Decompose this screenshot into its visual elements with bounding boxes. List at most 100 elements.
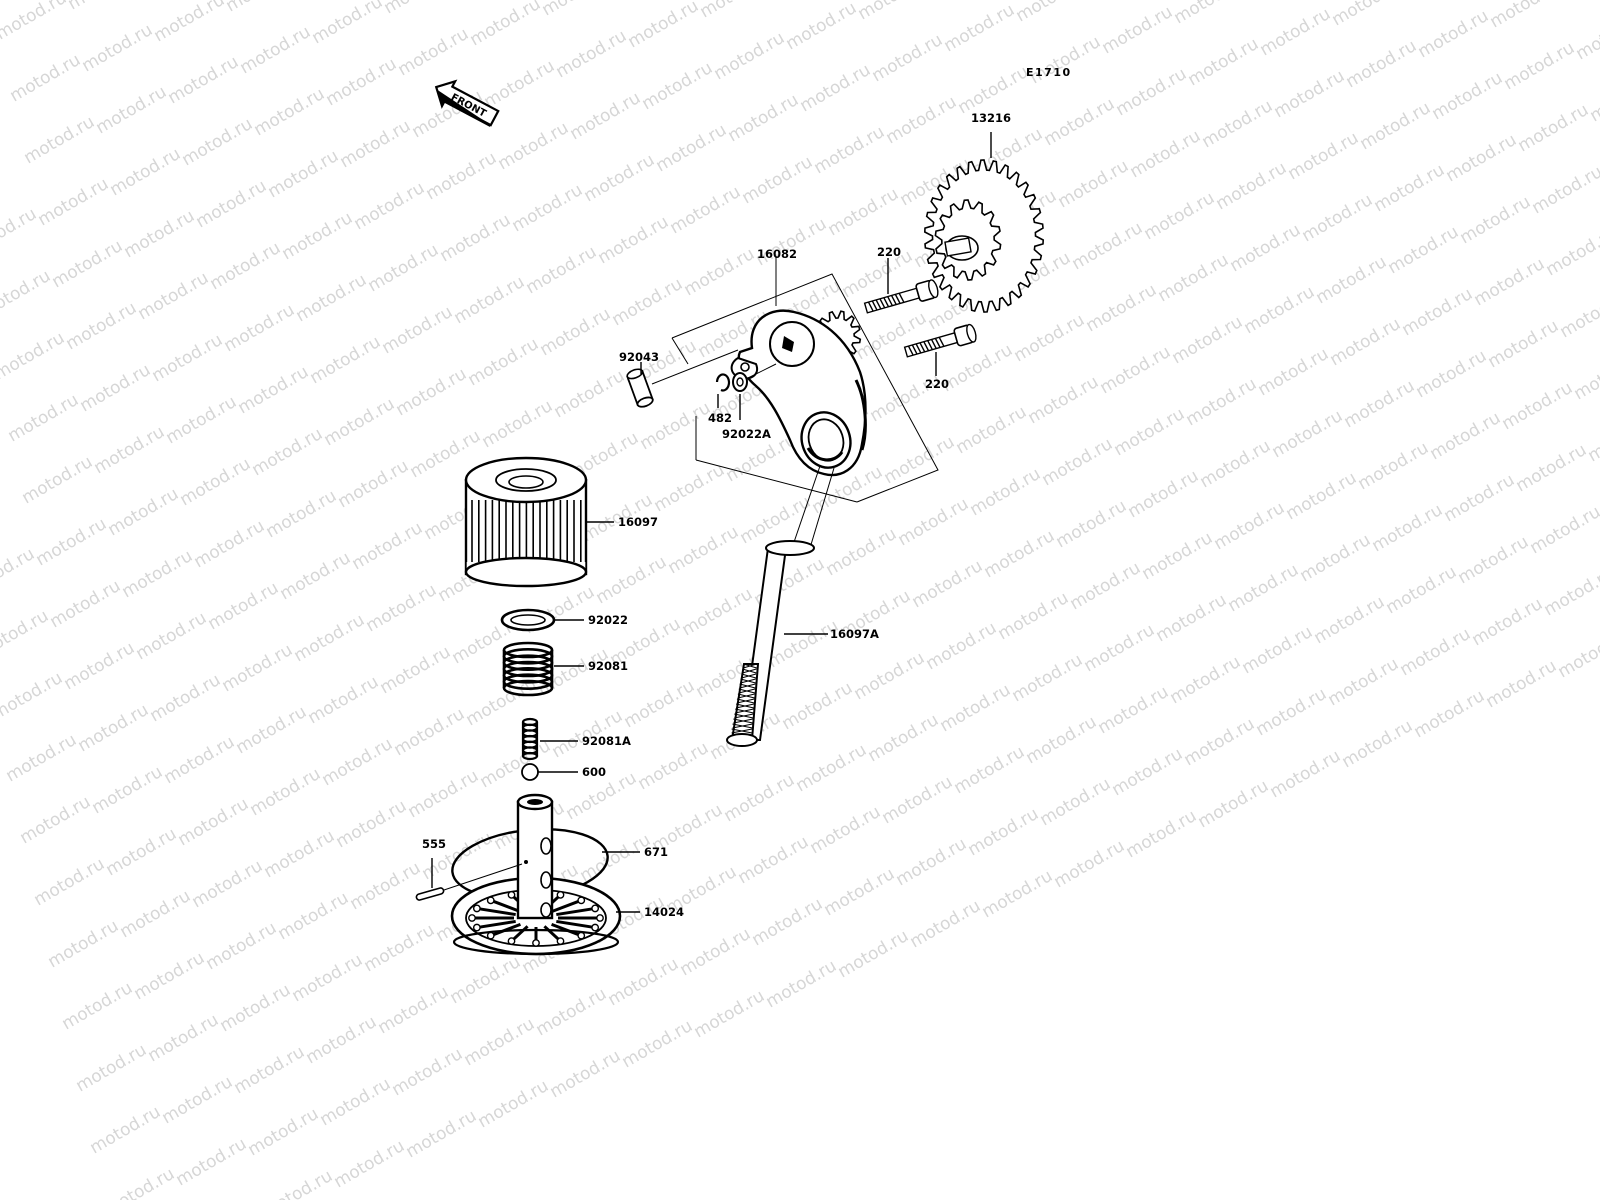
watermark-text: motod.ru bbox=[851, 648, 929, 704]
watermark-text: motod.ru bbox=[33, 514, 111, 570]
watermark-text: motod.ru bbox=[681, 244, 759, 300]
watermark-text: motod.ru bbox=[307, 332, 385, 388]
watermark-text: motod.ru bbox=[1171, 0, 1249, 28]
watermark-text: motod.ru bbox=[1383, 562, 1461, 618]
watermark-text: motod.ru bbox=[251, 84, 329, 140]
watermark-text: motod.ru bbox=[347, 858, 425, 914]
watermark-text: motod.ru bbox=[119, 546, 197, 602]
watermark-text: motod.ru bbox=[1469, 594, 1547, 650]
watermark-text: motod.ru bbox=[883, 92, 961, 148]
watermark-text: motod.ru bbox=[1285, 128, 1363, 184]
watermark-text: motod.ru bbox=[639, 58, 717, 114]
watermark-text: motod.ru bbox=[1125, 466, 1203, 522]
watermark-text: motod.ru bbox=[1499, 378, 1577, 434]
watermark-text: motod.ru bbox=[1141, 188, 1219, 244]
watermark-text: motod.ru bbox=[309, 0, 387, 48]
watermark-text: motod.ru bbox=[391, 704, 469, 760]
watermark-text: motod.ru bbox=[337, 116, 415, 172]
watermark-text: motod.ru bbox=[953, 402, 1031, 458]
watermark-text: motod.ru bbox=[1327, 314, 1405, 370]
watermark-text: motod.ru bbox=[159, 1072, 237, 1128]
watermark-text: motod.ru bbox=[75, 700, 153, 756]
watermark-text: motod.ru bbox=[235, 362, 313, 418]
watermark-text: motod.ru bbox=[1257, 4, 1335, 60]
watermark-text: motod.ru bbox=[739, 152, 817, 208]
watermark-text: motod.ru bbox=[923, 618, 1001, 674]
watermark-text: motod.ru bbox=[165, 52, 243, 108]
watermark-text: motod.ru bbox=[423, 148, 501, 204]
watermark-text: motod.ru bbox=[749, 894, 827, 950]
ball-600-icon bbox=[521, 763, 539, 781]
watermark-text: motod.ru bbox=[151, 0, 229, 46]
oil-strainer-16097A-icon bbox=[726, 540, 815, 747]
watermark-text: motod.ru bbox=[1299, 190, 1377, 246]
watermark-text: motod.ru bbox=[939, 340, 1017, 396]
watermark-text: motod.ru bbox=[1485, 316, 1563, 372]
pin-555-icon bbox=[415, 887, 445, 901]
watermark-text: motod.ru bbox=[59, 978, 137, 1034]
watermark-text: motod.ru bbox=[1571, 348, 1600, 404]
label-16097: 16097 bbox=[618, 515, 658, 529]
watermark-text: motod.ru bbox=[465, 334, 543, 390]
watermark-text: motod.ru bbox=[1195, 776, 1273, 832]
watermark-text: motod.ru bbox=[1271, 66, 1349, 122]
watermark-text: motod.ru bbox=[49, 236, 127, 292]
watermark-text: motod.ru bbox=[1529, 162, 1600, 218]
watermark-text: motod.ru bbox=[1013, 0, 1091, 26]
watermark-text: motod.ru bbox=[547, 1046, 625, 1102]
watermark-text: motod.ru bbox=[941, 0, 1019, 56]
watermark-text: motod.ru bbox=[259, 1166, 337, 1200]
watermark-text: motod.ru bbox=[45, 916, 123, 972]
watermark-text: motod.ru bbox=[1183, 374, 1261, 430]
watermark-text: motod.ru bbox=[275, 888, 353, 944]
watermark-text: motod.ru bbox=[0, 668, 66, 724]
watermark-text: motod.ru bbox=[203, 918, 281, 974]
watermark-text: motod.ru bbox=[1427, 408, 1505, 464]
watermark-text: motod.ru bbox=[1099, 2, 1177, 58]
watermark-text: motod.ru bbox=[1083, 280, 1161, 336]
watermark-text: motod.ru bbox=[289, 950, 367, 1006]
front-arrow-icon: FRONT bbox=[434, 79, 500, 127]
watermark-text: motod.ru bbox=[677, 924, 755, 980]
watermark-text: motod.ru bbox=[77, 360, 155, 416]
watermark-text: motod.ru bbox=[1329, 0, 1407, 30]
watermark-text: motod.ru bbox=[605, 954, 683, 1010]
watermark-text: motod.ru bbox=[635, 738, 713, 794]
watermark-text: motod.ru bbox=[1269, 406, 1347, 462]
watermark-text: motod.ru bbox=[619, 1016, 697, 1072]
watermark-text: motod.ru bbox=[101, 1164, 179, 1200]
watermark-text: motod.ru bbox=[35, 174, 113, 230]
watermark-text: motod.ru bbox=[1095, 682, 1173, 738]
watermark-text: motod.ru bbox=[691, 986, 769, 1042]
watermark-text: motod.ru bbox=[405, 766, 483, 822]
watermark-text: motod.ru bbox=[261, 826, 339, 882]
watermark-text: motod.ru bbox=[865, 710, 943, 766]
watermark-text: motod.ru bbox=[625, 0, 703, 52]
watermark-text: motod.ru bbox=[855, 0, 933, 24]
watermark-text: motod.ru bbox=[533, 984, 611, 1040]
watermark-text: motod.ru bbox=[1559, 0, 1600, 2]
watermark-text: motod.ru bbox=[277, 548, 355, 604]
gear-13216-icon bbox=[923, 132, 1045, 313]
watermark-text: motod.ru bbox=[1515, 100, 1593, 156]
watermark-text: motod.ru bbox=[593, 552, 671, 608]
watermark-text: motod.ru bbox=[395, 24, 473, 80]
watermark-text: motod.ru bbox=[1371, 160, 1449, 216]
watermark-text: motod.ru bbox=[653, 120, 731, 176]
watermark-text: motod.ru bbox=[797, 60, 875, 116]
watermark-text: motod.ru bbox=[697, 0, 775, 22]
watermark-text: motod.ru bbox=[237, 22, 315, 78]
watermark-text: motod.ru bbox=[147, 670, 225, 726]
watermark-text: motod.ru bbox=[1227, 220, 1305, 276]
watermark-text: motod.ru bbox=[265, 146, 343, 202]
watermark-text: motod.ru bbox=[1123, 806, 1201, 862]
watermark-text: motod.ru bbox=[107, 144, 185, 200]
watermark-text: motod.ru bbox=[567, 88, 645, 144]
watermark-text: motod.ru bbox=[1109, 744, 1187, 800]
watermark-text: motod.ru bbox=[807, 802, 885, 858]
dowel-pin-92043-icon bbox=[626, 368, 654, 408]
watermark-text: motod.ru bbox=[763, 956, 841, 1012]
watermark-text: motod.ru bbox=[951, 742, 1029, 798]
watermark-text: motod.ru bbox=[1543, 224, 1600, 280]
watermark-text: motod.ru bbox=[105, 484, 183, 540]
